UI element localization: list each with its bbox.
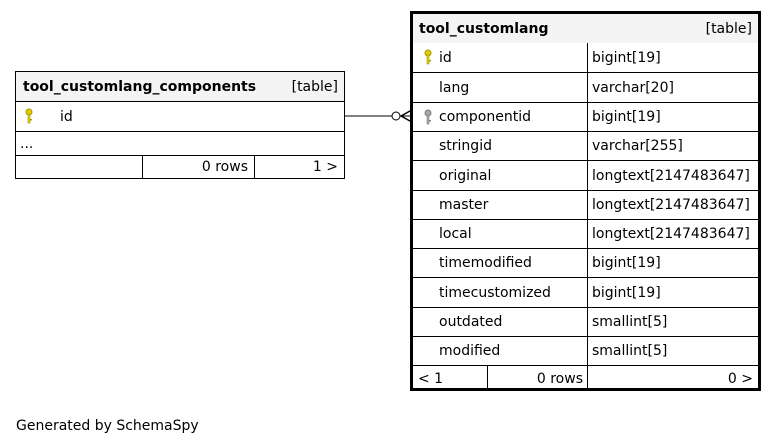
column-type: smallint[5] <box>587 337 758 365</box>
column-type: bigint[19] <box>587 278 758 307</box>
column-name: componentid <box>439 109 531 125</box>
column-name: modified <box>439 343 501 359</box>
column-row: timecustomized bigint[19] <box>413 277 758 307</box>
generated-by-footer: Generated by SchemaSpy <box>16 418 199 434</box>
column-row: master longtext[2147483647] <box>413 190 758 219</box>
column-row: original longtext[2147483647] <box>413 160 758 190</box>
more-columns-ellipsis: ... <box>20 135 34 152</box>
column-type: bigint[19] <box>587 249 758 277</box>
table-name: tool_customlang <box>419 20 549 37</box>
table-kind: [table] <box>291 78 338 95</box>
table-name: tool_customlang_components <box>23 78 257 95</box>
column-name: id <box>439 49 452 66</box>
foreign-key-icon <box>423 109 433 129</box>
column-name: original <box>439 167 492 184</box>
column-type: bigint[19] <box>587 43 758 72</box>
primary-key-icon <box>24 108 34 128</box>
table-tool-customlang-components[interactable]: tool_customlang_components [table] id ..… <box>15 71 345 179</box>
column-row: local longtext[2147483647] <box>413 219 758 248</box>
column-name: stringid <box>439 138 492 154</box>
column-row: timemodified bigint[19] <box>413 248 758 277</box>
parent-count[interactable]: < 1 <box>418 370 444 387</box>
children-count[interactable]: 0 > <box>587 366 758 391</box>
column-type: bigint[19] <box>587 103 758 131</box>
footer-row: < 1 0 rows 0 > <box>413 365 758 391</box>
table-kind: [table] <box>705 20 752 37</box>
footer-row: 0 rows 1 > <box>16 155 344 178</box>
crows-foot-upper <box>400 110 411 117</box>
column-name: lang <box>439 79 470 96</box>
column-row: lang varchar[20] <box>413 72 758 102</box>
column-name: timecustomized <box>439 284 551 301</box>
row-count: 0 rows <box>142 156 254 178</box>
zero-optional-marker <box>391 111 401 121</box>
column-type: varchar[20] <box>587 73 758 102</box>
row-count: 0 rows <box>487 366 587 391</box>
column-row: modified smallint[5] <box>413 336 758 365</box>
column-type: smallint[5] <box>587 308 758 336</box>
crows-foot-lower <box>400 115 411 122</box>
column-name: local <box>439 226 472 242</box>
primary-key-icon <box>423 49 433 69</box>
column-name: id <box>60 108 73 125</box>
column-type: longtext[2147483647] <box>587 191 758 219</box>
table-header: tool_customlang [table] <box>413 14 758 43</box>
column-row: id <box>16 101 344 131</box>
children-count[interactable]: 1 > <box>254 156 344 178</box>
column-type: longtext[2147483647] <box>587 161 758 190</box>
table-header: tool_customlang_components [table] <box>16 72 344 101</box>
column-row: stringid varchar[255] <box>413 131 758 160</box>
column-type: longtext[2147483647] <box>587 220 758 248</box>
column-name: outdated <box>439 314 503 330</box>
column-name: timemodified <box>439 255 532 271</box>
ellipsis-row: ... <box>16 131 344 155</box>
column-row: id bigint[19] <box>413 43 758 72</box>
column-type: varchar[255] <box>587 132 758 160</box>
column-row: outdated smallint[5] <box>413 307 758 336</box>
column-row: componentid bigint[19] <box>413 102 758 131</box>
column-name: master <box>439 197 489 213</box>
